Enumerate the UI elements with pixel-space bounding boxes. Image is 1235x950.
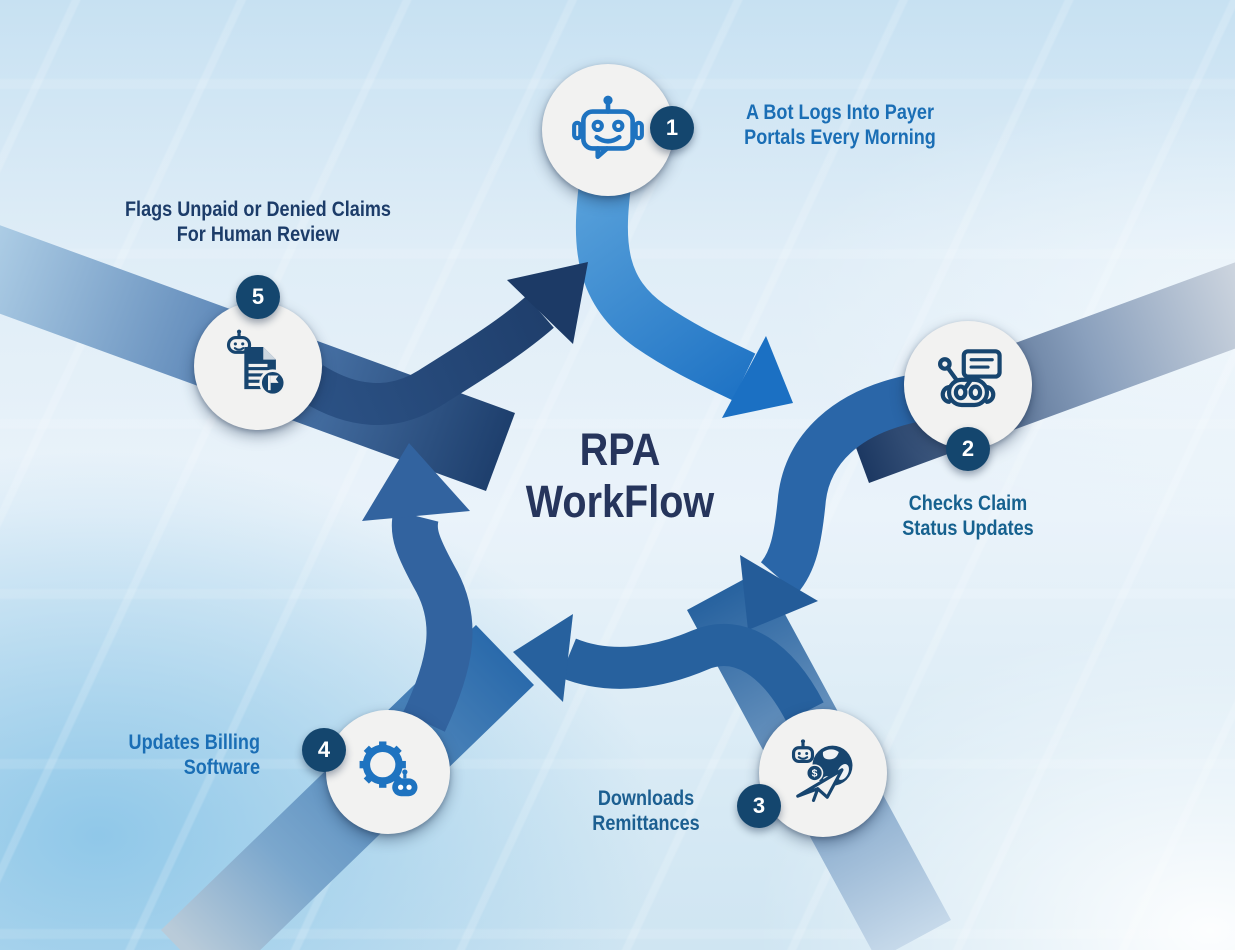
- step-2-number: 2: [961, 436, 975, 461]
- step-4-badge: 4: [302, 728, 346, 772]
- globe-plane-icon: $: [791, 739, 853, 802]
- step-2-label: Checks Claim Status Updates: [902, 492, 1034, 540]
- arrow-step1-to-step2: [575, 174, 793, 418]
- step-1-number: 1: [665, 115, 679, 140]
- robot-chat-icon: [938, 349, 1002, 408]
- step-3-circle: $: [759, 709, 887, 837]
- step-3-label: Downloads Remittances: [592, 787, 700, 835]
- step-3-number: 3: [752, 793, 766, 818]
- page-title: RPA WorkFlow: [525, 424, 715, 527]
- step-4-circle: [326, 710, 450, 834]
- step-5-number: 5: [251, 284, 265, 309]
- gear-robot-icon: [359, 741, 418, 797]
- step-5-badge: 5: [236, 275, 280, 319]
- step-2-badge: 2: [946, 427, 990, 471]
- arrow-step5-to-step1: [300, 262, 588, 425]
- step-1-label: A Bot Logs Into Payer Portals Every Morn…: [744, 101, 936, 149]
- ribbon-right-through-step2: [841, 262, 1235, 483]
- step-3-badge: 3: [737, 784, 781, 828]
- svg-text:$: $: [812, 768, 818, 780]
- step-4-number: 4: [317, 737, 331, 762]
- arrow-step3-to-step4: [513, 614, 824, 723]
- arrow-step4-to-step5: [362, 443, 473, 732]
- step-5-circle: [194, 302, 322, 430]
- arrow-step2-to-step3: [740, 374, 921, 630]
- step-5-label: Flags Unpaid or Denied Claims For Human …: [125, 198, 391, 246]
- doc-flag-icon: [226, 329, 287, 397]
- step-1-badge: 1: [650, 106, 694, 150]
- step-4-label: Updates Billing Software: [128, 731, 260, 779]
- robot-face-icon: [572, 95, 644, 159]
